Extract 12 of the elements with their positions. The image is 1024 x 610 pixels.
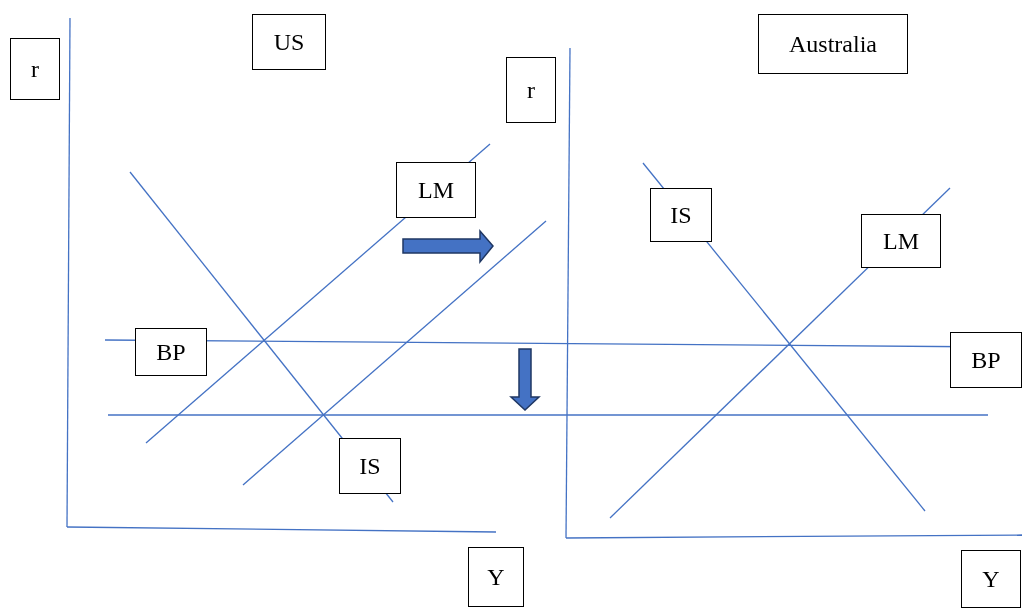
curve-label: BP <box>135 328 207 376</box>
axis-label: Y <box>961 550 1021 608</box>
curve-label: IS <box>339 438 401 494</box>
curve-label: LM <box>861 214 941 268</box>
axis-label: r <box>506 57 556 123</box>
axis-label: r <box>10 38 60 100</box>
panel-title: US <box>252 14 326 70</box>
curve-label: LM <box>396 162 476 218</box>
curve-label: BP <box>950 332 1022 388</box>
curve-label: IS <box>650 188 712 242</box>
axis-label: Y <box>468 547 524 607</box>
panel-title: Australia <box>758 14 908 74</box>
